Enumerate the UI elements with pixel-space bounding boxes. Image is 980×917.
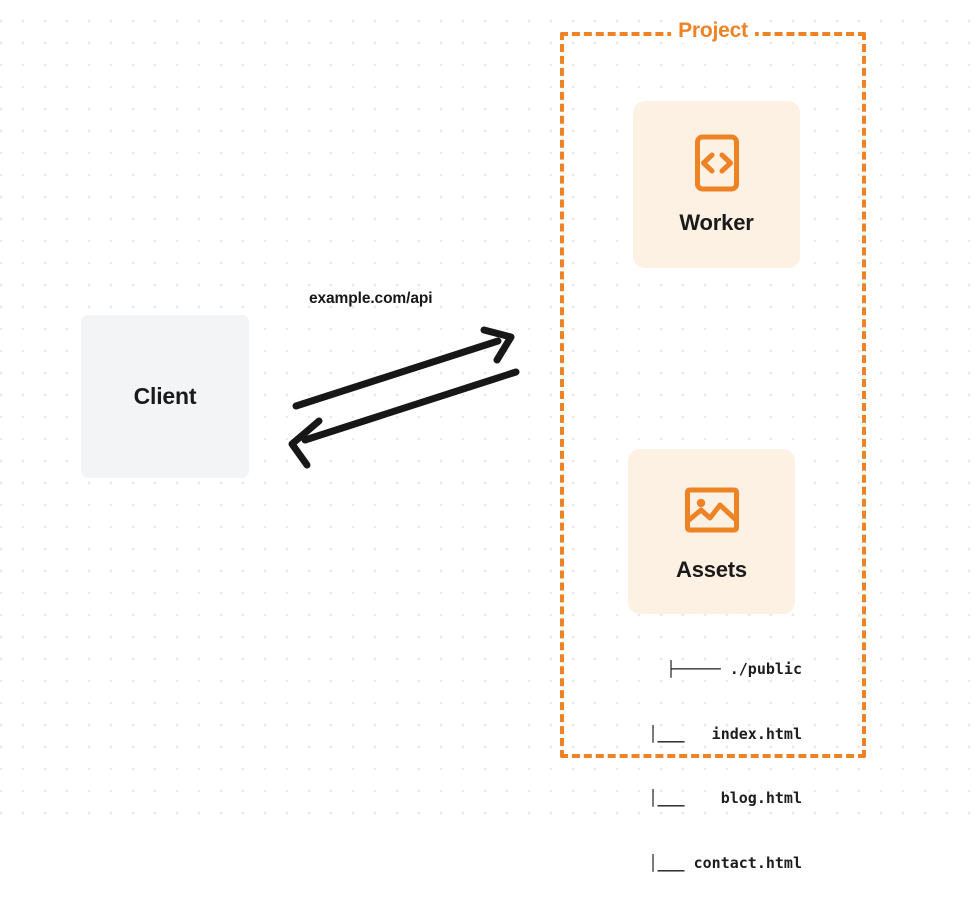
architecture-diagram: Client example.com/api Project Worker — [0, 0, 980, 872]
project-container: Project — [560, 19, 866, 758]
project-title: Project — [671, 19, 755, 43]
client-label: Client — [133, 383, 197, 409]
file-tree-row: │___ contact.html — [630, 853, 802, 872]
client-node[interactable]: Client — [81, 315, 249, 478]
assets-file-tree: ├───── ./public │___ index.html │___ blo… — [600, 616, 802, 917]
file-tree-row: ├───── ./public — [666, 660, 802, 678]
assets-node[interactable]: Assets — [628, 449, 795, 614]
worker-label: Worker — [679, 209, 754, 235]
assets-label: Assets — [676, 556, 747, 582]
image-icon — [684, 487, 739, 532]
worker-node[interactable]: Worker — [633, 101, 800, 268]
file-tree-row: │___ blog.html — [630, 789, 802, 807]
edge-label-endpoint: example.com/api — [309, 290, 433, 307]
file-tree-row: │___ index.html — [630, 724, 802, 743]
code-brackets-icon — [694, 134, 739, 191]
arrow-left-icon — [288, 368, 520, 469]
arrow-right-icon — [292, 326, 515, 410]
